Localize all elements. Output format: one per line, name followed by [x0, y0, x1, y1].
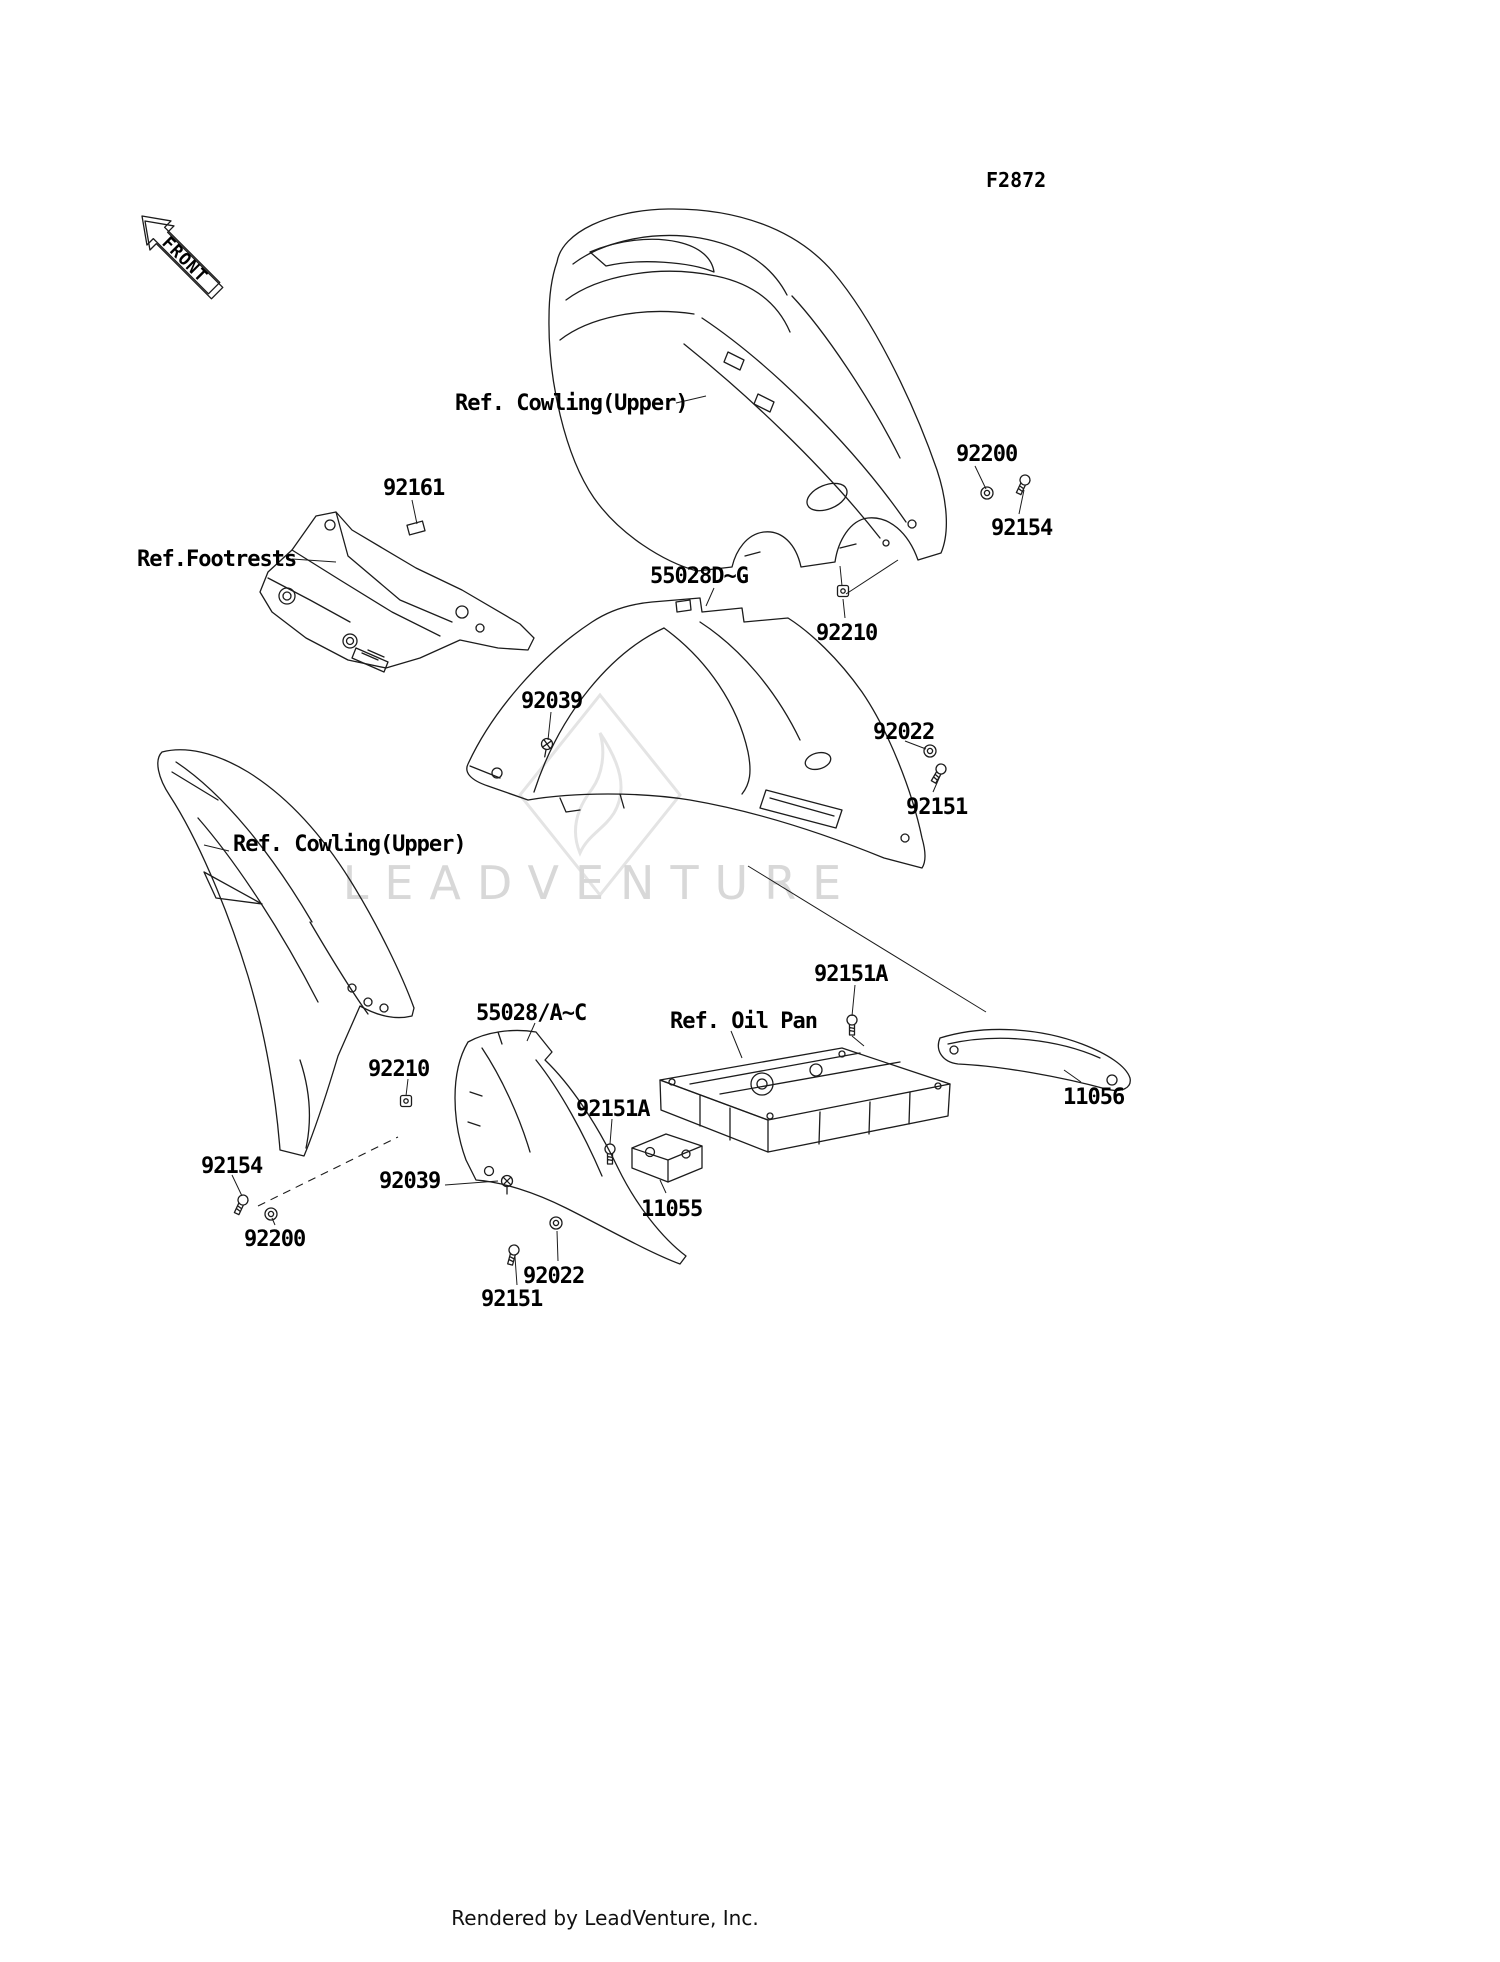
washer-92022-top: [923, 744, 937, 758]
part-callout-55028d-g: 55028D~G: [650, 564, 749, 589]
watermark-flame-icon: [518, 692, 682, 898]
front-arrow-label: FRONT: [158, 233, 212, 287]
ref-label-footrests: Ref.Footrests: [137, 547, 297, 572]
part-callout-92039-top: 92039: [521, 689, 583, 714]
lower-cowling-right-drawing: [466, 597, 926, 869]
part-callout-92200-bottom: 92200: [244, 1227, 306, 1252]
screw-92151a-top: [846, 1014, 858, 1036]
washer-92200-top: [980, 486, 994, 500]
part-callout-92210-bottom: 92210: [368, 1057, 430, 1082]
heat-shield-drawing: [937, 1028, 1131, 1092]
part-callout-92154-top: 92154: [991, 516, 1053, 541]
part-callout-92151-top: 92151: [906, 795, 968, 820]
screw-92154-bottom: [231, 1192, 251, 1217]
screw-92154-top: [1013, 472, 1033, 497]
part-callout-92154-bottom: 92154: [201, 1154, 263, 1179]
washer-92200-bottom: [264, 1207, 278, 1221]
front-arrow: FRONT: [141, 215, 224, 300]
footrest-bracket-drawing: [259, 511, 535, 673]
projection-dash-line: [257, 1136, 399, 1207]
screw-92151-bottom: [504, 1243, 521, 1267]
oil-pan-drawing: [659, 1047, 951, 1153]
rivet-92039-top: [538, 736, 555, 759]
part-callout-92022-bottom: 92022: [523, 1264, 585, 1289]
part-callout-92161: 92161: [383, 476, 445, 501]
damper-92210-top: [836, 584, 850, 598]
washer-92022-bottom: [549, 1216, 563, 1230]
ref-label-oil-pan: Ref. Oil Pan: [670, 1009, 818, 1034]
watermark-text: LEADVENTURE: [342, 856, 858, 910]
screw-92151-top: [928, 761, 949, 786]
bracket-drawing: [631, 1133, 703, 1183]
part-callout-92022-top: 92022: [873, 720, 935, 745]
figure-code: F2872: [986, 168, 1047, 192]
part-callout-92210-top: 92210: [816, 621, 878, 646]
leader-lines: [203, 395, 1082, 1286]
part-callout-92151a-bottom: 92151A: [576, 1097, 650, 1122]
damper-pad-92161: [406, 520, 426, 536]
part-callout-92151a-top: 92151A: [814, 962, 888, 987]
footer-credit: Rendered by LeadVenture, Inc.: [451, 1906, 759, 1930]
lower-cowling-left-drawing: [454, 1029, 687, 1265]
part-callout-11056: 11056: [1063, 1085, 1125, 1110]
part-callout-92200-top: 92200: [956, 442, 1018, 467]
part-callout-92151-bottom: 92151: [481, 1287, 543, 1312]
part-callout-92039-bottom: 92039: [379, 1169, 441, 1194]
part-callout-11055: 11055: [641, 1197, 703, 1222]
ref-label-cowling-upper-left: Ref. Cowling(Upper): [233, 832, 467, 857]
damper-92210-bottom: [399, 1094, 413, 1108]
upper-cowling-left-drawing: [157, 749, 415, 1157]
ref-label-cowling-upper-top: Ref. Cowling(Upper): [455, 391, 689, 416]
screw-92151a-bottom: [604, 1143, 616, 1165]
part-callout-55028-a-c: 55028/A~C: [476, 1001, 587, 1026]
upper-cowling-right-drawing: [548, 208, 948, 572]
